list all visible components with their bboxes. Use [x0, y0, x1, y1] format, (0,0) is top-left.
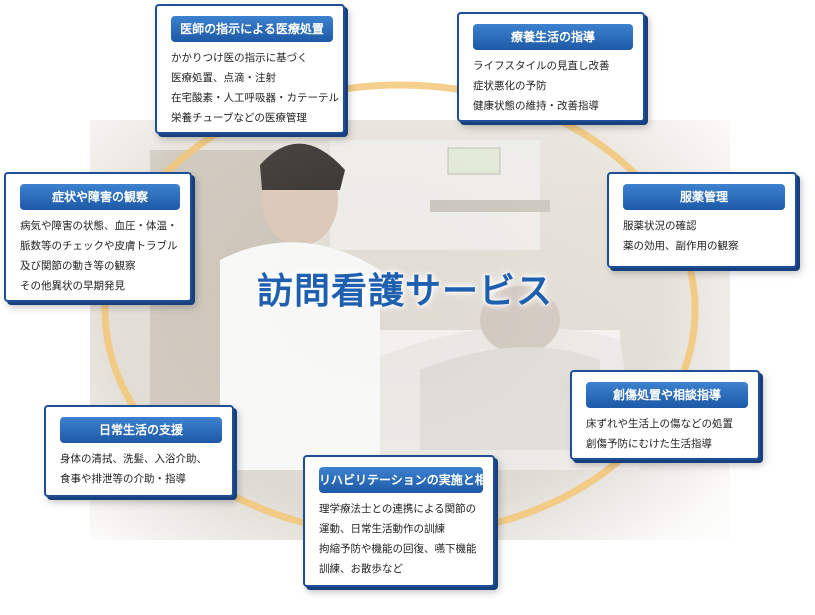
card-header: 症状や障害の観察: [20, 184, 180, 210]
card-text-line: その他異状の早期発見: [20, 280, 125, 292]
card-text-line: 栄養チューブなどの医療管理: [171, 112, 307, 124]
card-medical-treatment: 医師の指示による医療処置 かかりつけ医の指示に基づく 医療処置、点滴・注射 在宅…: [155, 4, 345, 134]
card-symptom-observation: 症状や障害の観察 病気や障害の状態、血圧・体温・ 脈数等のチェックや皮膚トラブル…: [4, 172, 192, 302]
card-text-line: 身体の清拭、洗髪、入浴介助、: [60, 453, 207, 465]
card-text-line: 脈数等のチェックや皮膚トラブル: [20, 240, 178, 252]
card-text-line: 拘縮予防や機能の回復、嚥下機能: [319, 543, 477, 555]
card-medication-management: 服薬管理 服薬状況の確認 薬の効用、副作用の観察: [607, 172, 797, 268]
card-header: 創傷処置や相談指導: [586, 382, 748, 408]
card-text-line: 症状悪化の予防: [473, 80, 547, 92]
card-text-line: 床ずれや生活上の傷などの処置: [586, 418, 733, 430]
center-title: 訪問看護サービス: [256, 271, 553, 312]
card-text-line: 訓練、お散歩など: [319, 563, 403, 575]
card-text-line: 病気や障害の状態、血圧・体温・: [20, 220, 178, 232]
card-text-line: 及び関節の動き等の観察: [20, 260, 136, 272]
card-text-line: 服薬状況の確認: [623, 220, 697, 232]
card-recuperation-guidance: 療養生活の指導 ライフスタイルの見直し改善 症状悪化の予防 健康状態の維持・改善…: [457, 12, 645, 122]
card-text-line: 理学療法士との連携による関節の: [319, 503, 477, 515]
card-header: 療養生活の指導: [473, 24, 633, 50]
card-header: 日常生活の支援: [60, 417, 222, 443]
card-text-line: 食事や排泄等の介助・指導: [60, 473, 186, 485]
card-text-line: 運動、日常生活動作の訓練: [319, 523, 445, 535]
card-text-line: かかりつけ医の指示に基づく: [171, 52, 308, 64]
card-text-line: 在宅酸素・人工呼吸器・カテーテル: [171, 92, 339, 104]
card-text-line: 健康状態の維持・改善指導: [473, 100, 599, 112]
card-header: 医師の指示による医療処置: [171, 16, 333, 42]
card-text-line: 創傷予防にむけた生活指導: [586, 438, 712, 450]
card-text-line: 薬の効用、副作用の観察: [623, 240, 739, 252]
card-rehabilitation: リハビリテーションの実施と相談 理学療法士との連携による関節の 運動、日常生活動…: [303, 455, 495, 587]
card-text-line: 医療処置、点滴・注射: [171, 72, 276, 84]
card-header: 服薬管理: [623, 184, 785, 210]
card-wound-care: 創傷処置や相談指導 床ずれや生活上の傷などの処置 創傷予防にむけた生活指導: [570, 370, 760, 460]
card-header: リハビリテーションの実施と相談: [319, 467, 483, 493]
card-text-line: ライフスタイルの見直し改善: [473, 60, 610, 72]
card-daily-life-support: 日常生活の支援 身体の清拭、洗髪、入浴介助、 食事や排泄等の介助・指導: [44, 405, 234, 497]
